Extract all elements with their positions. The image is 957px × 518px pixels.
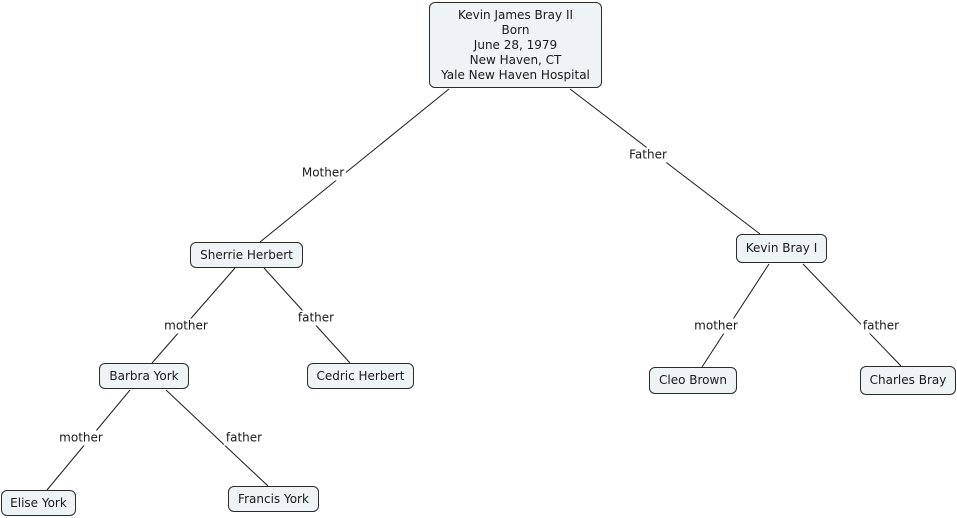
node-label: Kevin Bray I	[745, 241, 818, 255]
node-cleo-brown[interactable]: Cleo Brown	[649, 367, 737, 394]
edge-root-to-sherrie	[259, 88, 450, 243]
edge-label-sherrie-mother: mother	[162, 318, 210, 334]
node-kevin-bray-i[interactable]: Kevin Bray I	[736, 234, 827, 263]
root-birth-hospital: Yale New Haven Hospital	[441, 67, 590, 82]
edge-barbra-to-francis	[165, 389, 269, 487]
root-birth-city: New Haven, CT	[469, 52, 562, 67]
edge-label-sherrie-father: father	[295, 310, 337, 326]
node-label: Barbra York	[109, 368, 179, 383]
edge-kevin-i-to-charles	[802, 263, 902, 367]
edge-label-kevin-father: father	[860, 318, 902, 334]
edge-label-root-father: Father	[627, 147, 669, 163]
node-label: Francis York	[238, 491, 309, 506]
root-birth-date: June 28, 1979	[473, 37, 558, 52]
edge-label-kevin-mother: mother	[692, 318, 740, 334]
node-label: Elise York	[10, 495, 67, 510]
edge-label-root-mother: Mother	[299, 165, 347, 181]
node-barbra-york[interactable]: Barbra York	[99, 363, 189, 389]
node-label: Charles Bray	[869, 373, 947, 387]
root-born-label: Born	[501, 22, 530, 37]
node-label: Cleo Brown	[659, 373, 727, 387]
node-kevin-james-bray-ii[interactable]: Kevin James Bray II Born June 28, 1979 N…	[429, 2, 602, 88]
edge-kevin-i-to-cleo	[701, 263, 770, 368]
root-name: Kevin James Bray II	[457, 7, 574, 22]
edge-sherrie-to-barbra	[151, 267, 236, 364]
node-label: Cedric Herbert	[316, 368, 405, 383]
node-sherrie-herbert[interactable]: Sherrie Herbert	[190, 242, 303, 268]
node-label: Sherrie Herbert	[200, 247, 293, 262]
node-charles-bray[interactable]: Charles Bray	[860, 366, 956, 395]
node-elise-york[interactable]: Elise York	[1, 490, 76, 516]
node-francis-york[interactable]: Francis York	[228, 486, 319, 512]
edge-label-barbra-father: father	[223, 430, 265, 446]
edge-label-barbra-mother: mother	[57, 430, 105, 446]
node-cedric-herbert[interactable]: Cedric Herbert	[307, 363, 414, 389]
